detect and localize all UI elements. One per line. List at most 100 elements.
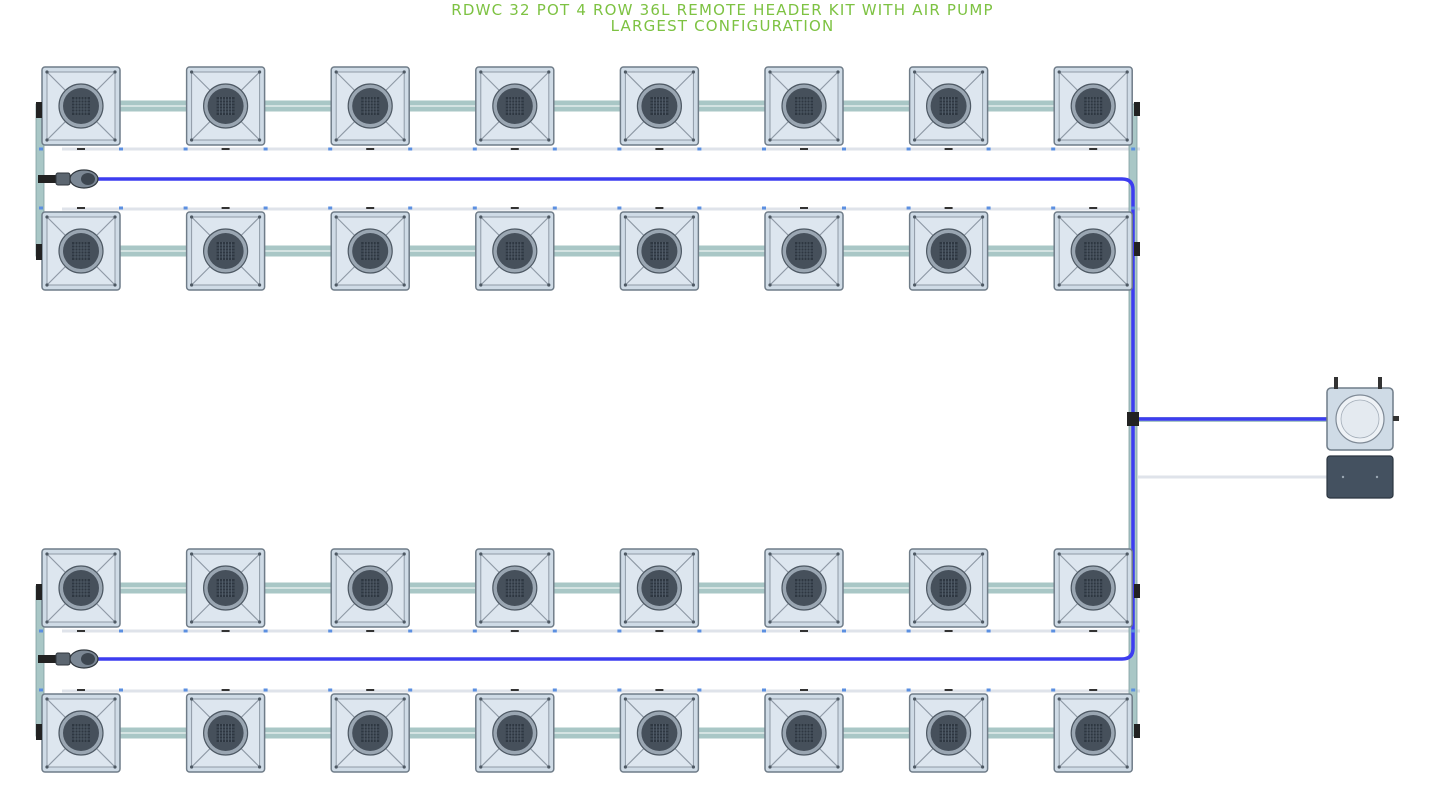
air-stone-core bbox=[81, 173, 95, 185]
pot-outlet bbox=[1089, 689, 1098, 691]
pot bbox=[475, 211, 555, 291]
air-connector bbox=[38, 175, 56, 183]
pot-connector bbox=[119, 206, 123, 210]
pot-connector bbox=[762, 147, 766, 151]
manifold-cap bbox=[1134, 724, 1140, 738]
pot bbox=[41, 548, 121, 628]
return-lines bbox=[62, 147, 1327, 693]
pot bbox=[764, 548, 844, 628]
pot-outlet bbox=[510, 689, 519, 691]
title-line-2: LARGEST CONFIGURATION bbox=[610, 17, 835, 35]
pot bbox=[330, 693, 410, 773]
air-pump bbox=[1326, 455, 1394, 499]
pot-connector bbox=[39, 206, 43, 210]
manifold-cap bbox=[36, 244, 42, 260]
pump-screw-left bbox=[1341, 475, 1345, 479]
pump-screw-right bbox=[1375, 475, 1379, 479]
pot-connector bbox=[552, 629, 557, 633]
pot-connector bbox=[39, 629, 43, 633]
pot-outlet bbox=[655, 630, 664, 632]
pot-connector bbox=[183, 147, 188, 151]
pot-connector bbox=[842, 688, 846, 692]
pot-connector bbox=[842, 147, 846, 151]
tank-handle-left bbox=[1334, 377, 1338, 389]
pot bbox=[908, 211, 989, 291]
title-line-1: RDWC 32 POT 4 ROW 36L REMOTE HEADER KIT … bbox=[451, 1, 994, 19]
pot bbox=[185, 693, 266, 773]
fittings bbox=[36, 102, 1140, 740]
pot-connector bbox=[183, 629, 188, 633]
pot-connector bbox=[617, 147, 622, 151]
check-valve bbox=[55, 652, 71, 666]
pot bbox=[185, 66, 266, 146]
pot-connector bbox=[263, 629, 268, 633]
pot-outlet bbox=[510, 207, 519, 209]
pot-outlet bbox=[800, 207, 808, 209]
pot-connector bbox=[1051, 206, 1056, 210]
pot-connector bbox=[617, 688, 622, 692]
pot bbox=[764, 66, 844, 146]
pot-connector bbox=[617, 206, 622, 210]
pot-connector bbox=[472, 688, 477, 692]
pot-connector bbox=[1131, 688, 1136, 692]
pot-connector bbox=[906, 688, 911, 692]
pot-connector bbox=[408, 147, 413, 151]
pot-outlet bbox=[510, 630, 519, 632]
pot bbox=[619, 211, 700, 291]
pot-outlet bbox=[77, 630, 85, 632]
pot bbox=[619, 66, 700, 146]
pot bbox=[330, 548, 410, 628]
pot-outlet bbox=[77, 148, 85, 150]
manifold-cap bbox=[1134, 242, 1140, 256]
pot-connector bbox=[328, 629, 333, 633]
manifold-cap bbox=[1134, 584, 1140, 598]
pot-outlet bbox=[655, 207, 664, 209]
pot-connector bbox=[1131, 206, 1136, 210]
tank-outlet-fitting bbox=[1393, 416, 1399, 421]
pot-outlet bbox=[800, 689, 808, 691]
pot-outlet bbox=[800, 148, 808, 150]
pot-outlet bbox=[77, 207, 85, 209]
tee-fitting bbox=[1127, 412, 1139, 426]
pot-connector bbox=[119, 147, 123, 151]
pot-outlet bbox=[221, 148, 230, 150]
pot-connector bbox=[552, 147, 557, 151]
pot-connector bbox=[762, 688, 766, 692]
pot-outlet bbox=[366, 148, 375, 150]
pot-connector bbox=[986, 147, 991, 151]
pot-outlet bbox=[1089, 148, 1098, 150]
pipe-runs bbox=[81, 100, 1094, 739]
pot-connector bbox=[263, 147, 268, 151]
pot-outlet bbox=[944, 689, 953, 691]
check-valve bbox=[55, 172, 71, 186]
header-tank-lid-ring bbox=[1340, 399, 1380, 439]
pot-array bbox=[41, 66, 1133, 773]
pot bbox=[1053, 693, 1133, 773]
air-stone-core bbox=[81, 653, 95, 665]
pot-connector bbox=[263, 688, 268, 692]
pot-connector bbox=[408, 629, 413, 633]
pot-connector bbox=[762, 629, 766, 633]
pot-connector bbox=[183, 206, 188, 210]
manifold-cap bbox=[36, 724, 42, 740]
pot-connector bbox=[119, 629, 123, 633]
pot-connector bbox=[697, 147, 702, 151]
pot-connector bbox=[906, 147, 911, 151]
pot-connector bbox=[697, 629, 702, 633]
manifold-cap bbox=[1134, 102, 1140, 116]
pot bbox=[619, 693, 700, 773]
air-line bbox=[93, 177, 1135, 421]
pot-connector bbox=[408, 688, 413, 692]
pot-connector bbox=[986, 206, 991, 210]
pot-connector bbox=[472, 629, 477, 633]
pot-connector bbox=[263, 206, 268, 210]
pot-connector bbox=[1051, 629, 1056, 633]
pot-connector bbox=[1051, 688, 1056, 692]
pot-outlet bbox=[944, 207, 953, 209]
pot-connector bbox=[617, 629, 622, 633]
pot bbox=[475, 548, 555, 628]
pot-outlet bbox=[221, 207, 230, 209]
pot-connector bbox=[842, 206, 846, 210]
pot bbox=[41, 66, 121, 146]
pot bbox=[185, 211, 266, 291]
